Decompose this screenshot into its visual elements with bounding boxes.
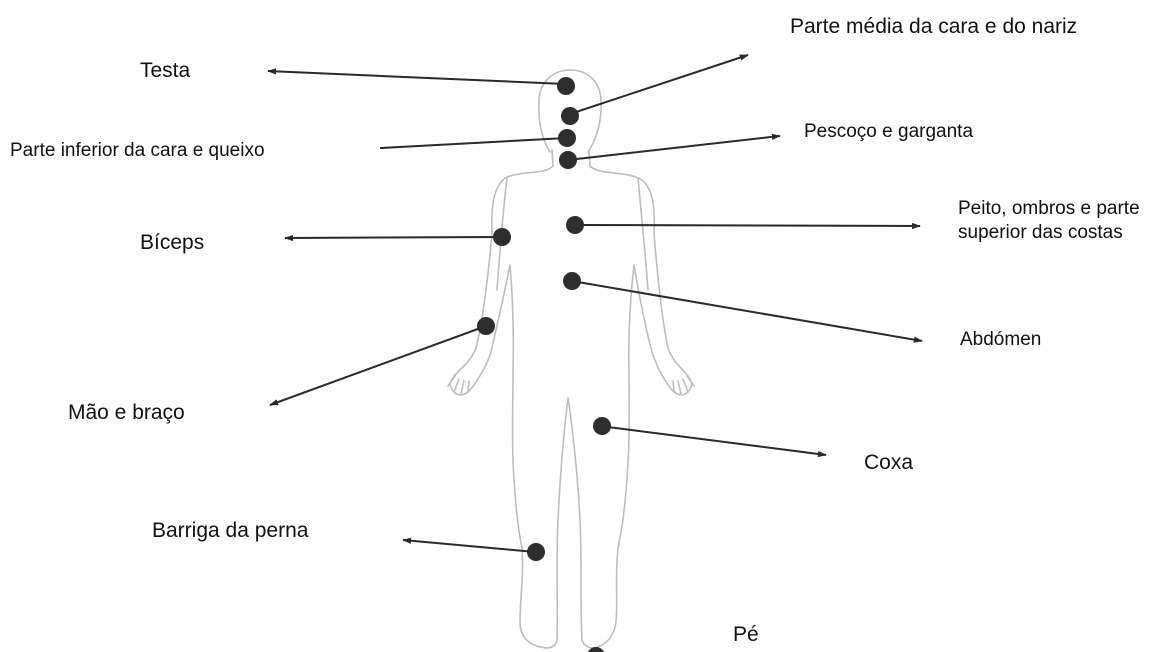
dot-pescoco bbox=[559, 151, 577, 169]
right-arm-inner-outline bbox=[638, 178, 648, 290]
arrow-parte-inferior bbox=[380, 138, 566, 148]
dot-testa bbox=[557, 77, 575, 95]
dot-parte-media bbox=[561, 107, 579, 125]
arrows bbox=[268, 55, 922, 652]
arrow-biceps bbox=[285, 237, 502, 238]
label-coxa: Coxa bbox=[864, 450, 913, 476]
dot-biceps bbox=[493, 228, 511, 246]
dot-peito bbox=[566, 216, 584, 234]
arrow-mao bbox=[270, 326, 486, 405]
dot-barriga-perna bbox=[527, 543, 545, 561]
label-pe: Pé bbox=[733, 622, 759, 648]
dot-abdomen bbox=[563, 272, 581, 290]
inner-right-leg-outline bbox=[568, 398, 594, 648]
label-mao: Mão e braço bbox=[68, 400, 185, 426]
label-barriga-perna: Barriga da perna bbox=[152, 518, 308, 544]
inner-left-leg-outline bbox=[546, 398, 568, 648]
arrow-abdomen bbox=[572, 281, 922, 341]
label-abdomen: Abdómen bbox=[960, 328, 1041, 352]
label-biceps: Bíceps bbox=[140, 230, 204, 256]
dot-coxa bbox=[593, 417, 611, 435]
arrow-barriga-perna bbox=[403, 540, 535, 552]
dots bbox=[477, 77, 611, 652]
dot-mao bbox=[477, 317, 495, 335]
label-parte-inferior: Parte inferior da cara e queixo bbox=[10, 139, 265, 163]
label-testa: Testa bbox=[140, 58, 190, 84]
arrow-pescoco bbox=[568, 136, 780, 160]
label-parte-media: Parte média da cara e do nariz bbox=[790, 14, 1090, 40]
arrow-testa bbox=[268, 71, 565, 84]
right-hand-fingers bbox=[673, 376, 694, 394]
label-pescoco: Pescoço e garganta bbox=[804, 120, 973, 144]
dot-parte-inferior bbox=[558, 129, 576, 147]
arrow-coxa bbox=[600, 426, 826, 455]
left-hand-fingers bbox=[448, 376, 469, 394]
label-peito: Peito, ombros e parte superior das costa… bbox=[958, 197, 1148, 245]
arrow-peito bbox=[575, 225, 920, 226]
